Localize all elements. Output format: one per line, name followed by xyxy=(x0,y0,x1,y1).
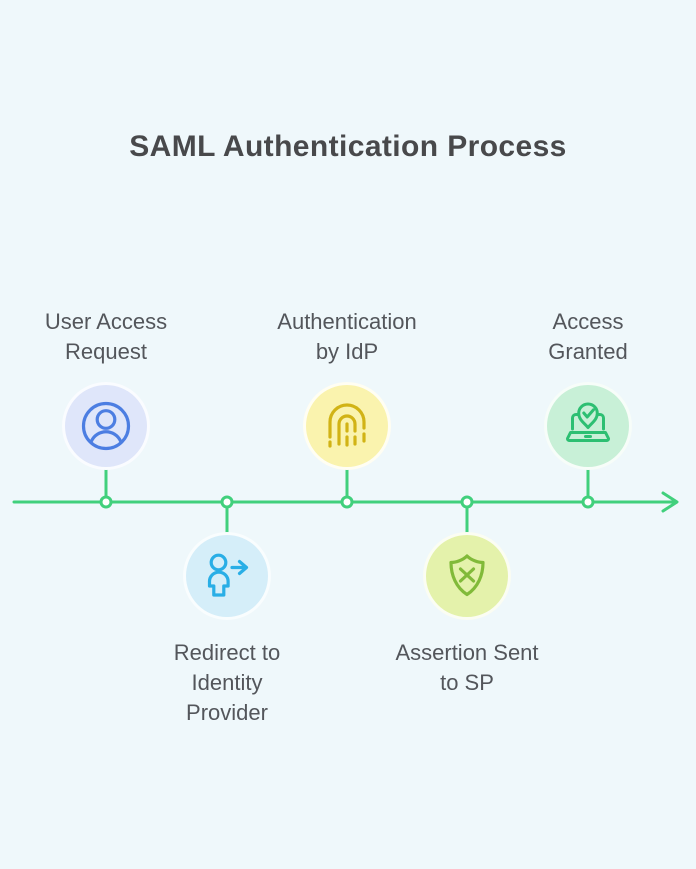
step-label-assertion-sent-to-sp: Assertion Sent to SP xyxy=(395,640,539,695)
shield-x-icon xyxy=(449,554,485,597)
step-bubble-user-access-request xyxy=(62,382,150,470)
user-redirect-arrow-icon xyxy=(207,553,249,597)
page-title: SAML Authentication Process xyxy=(129,130,567,163)
timeline-node-4 xyxy=(460,495,474,509)
laptop-check-icon xyxy=(566,402,610,442)
step-label-user-access-request: User Access Request xyxy=(44,309,168,364)
step-label-access-granted: Access Granted xyxy=(548,309,628,364)
timeline-node-5 xyxy=(581,495,595,509)
timeline-node-2 xyxy=(220,495,234,509)
step-bubble-redirect-to-idp xyxy=(183,532,271,620)
step-bubble-authentication-by-idp xyxy=(303,382,391,470)
step-bubble-access-granted xyxy=(544,382,632,470)
timeline-node-1 xyxy=(99,495,113,509)
timeline-node-3 xyxy=(340,495,354,509)
step-label-authentication-by-idp: Authentication by IdP xyxy=(277,309,417,364)
fingerprint-icon xyxy=(328,403,366,448)
user-circle-icon xyxy=(81,401,131,451)
step-label-redirect-to-idp: Redirect to Identity Provider xyxy=(173,640,281,725)
step-bubble-assertion-sent-to-sp xyxy=(423,532,511,620)
timeline-arrowhead-icon xyxy=(661,491,679,513)
